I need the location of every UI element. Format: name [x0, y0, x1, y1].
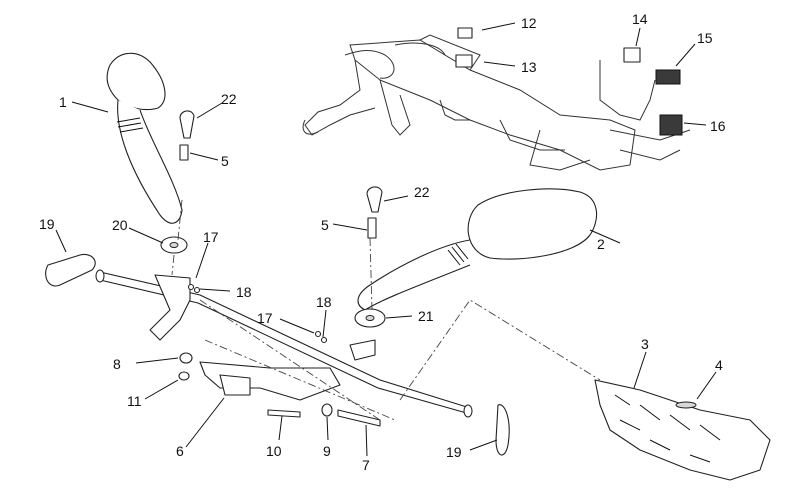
label-12: 12: [521, 15, 537, 31]
emblem-4: [675, 401, 697, 409]
label-22-right: 22: [414, 184, 430, 200]
label-4: 4: [715, 357, 723, 373]
label-19-right: 19: [446, 444, 462, 460]
label-17-right: 17: [257, 310, 273, 326]
label-6: 6: [176, 443, 184, 459]
bolt-7: [337, 409, 381, 427]
label-13: 13: [521, 59, 537, 75]
leader-lines: [55, 22, 717, 457]
screw-17-right: [314, 330, 322, 338]
label-8: 8: [113, 356, 121, 372]
label-10: 10: [266, 443, 282, 459]
bar-end-19-right: [495, 404, 510, 456]
washer-18-right: [320, 336, 328, 344]
cap-22-right: [366, 186, 383, 213]
screw-5-right: [367, 217, 377, 239]
label-5-right: 5: [321, 217, 329, 233]
label-9: 9: [323, 443, 331, 459]
label-15: 15: [697, 30, 713, 46]
nut-11: [178, 371, 190, 381]
relay-14: [623, 47, 641, 63]
label-3: 3: [641, 336, 649, 352]
connector-12: [457, 27, 473, 39]
right-mirror: [357, 188, 598, 311]
label-5-left: 5: [221, 153, 229, 169]
screw-17-left: [187, 283, 195, 291]
label-18-left: 18: [236, 284, 252, 300]
label-22-left: 22: [221, 91, 237, 107]
label-18-right: 18: [316, 294, 332, 310]
relay-15: [655, 69, 681, 85]
part-labels: 1 2 3 4 5 5 6 7 8 9 10 11 12 13 14 15 16…: [39, 11, 726, 473]
bolt-10: [267, 409, 301, 418]
label-16: 16: [710, 118, 726, 134]
label-14: 14: [632, 11, 648, 27]
label-21: 21: [418, 308, 434, 324]
module-16: [659, 114, 683, 136]
connector-13: [455, 54, 473, 68]
label-19-left: 19: [39, 216, 55, 232]
frame-assembly: [302, 27, 691, 171]
label-1: 1: [59, 94, 67, 110]
label-11: 11: [127, 393, 142, 409]
handlebar-cover: [594, 379, 771, 481]
label-7: 7: [362, 457, 370, 473]
label-2: 2: [597, 236, 605, 252]
label-17-left: 17: [203, 229, 219, 245]
bar-end-19-left: [45, 253, 96, 287]
nut-8: [179, 352, 193, 364]
washer-18-left: [193, 286, 201, 294]
oring-9: [321, 403, 333, 417]
left-mirror: [106, 52, 183, 224]
cap-22-left: [179, 110, 195, 139]
label-20: 20: [112, 217, 128, 233]
handlebar: [95, 269, 473, 418]
reference-lines: [171, 199, 601, 421]
screw-5-left: [179, 144, 189, 161]
